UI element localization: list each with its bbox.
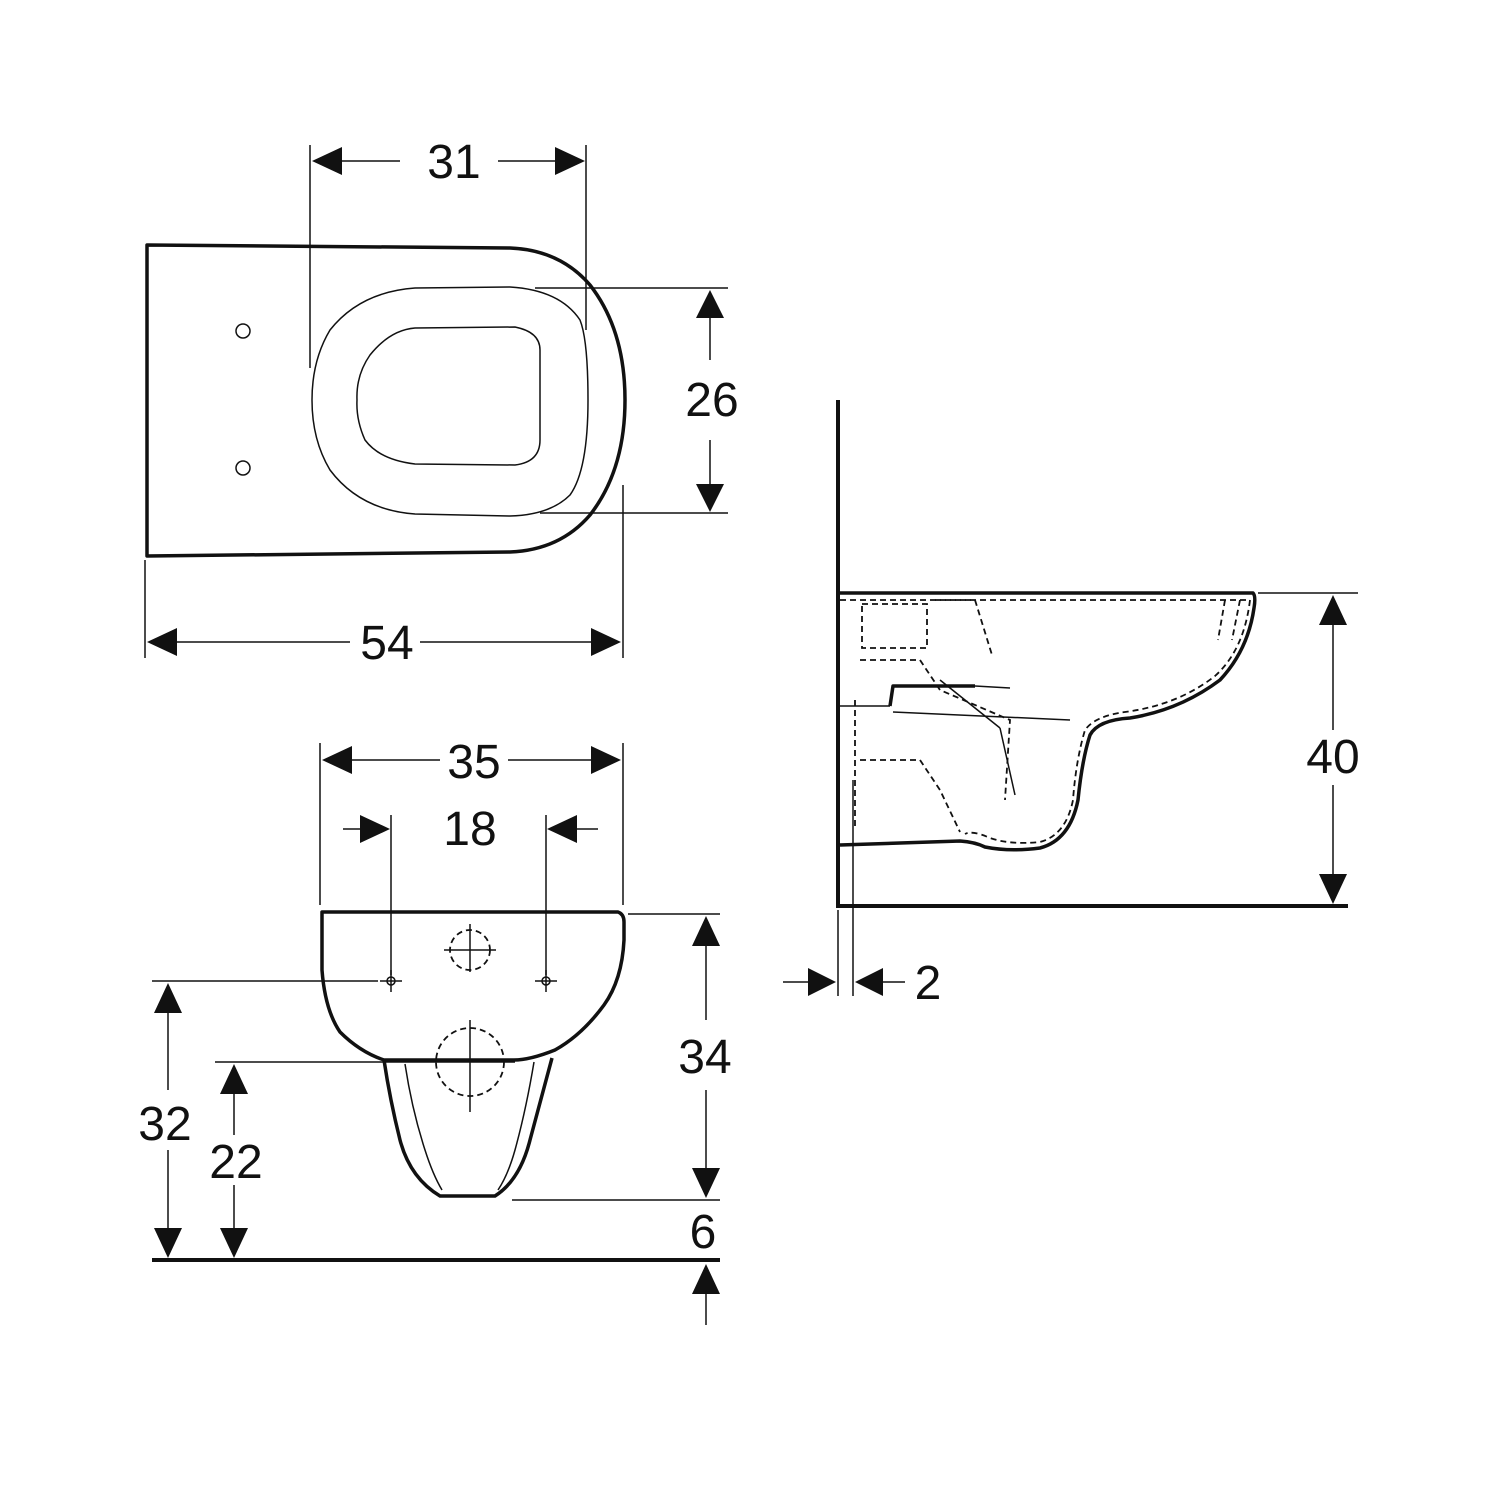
dim-fixing-spacing: 18 bbox=[443, 803, 496, 856]
dim-floor-clearance: 6 bbox=[690, 1206, 717, 1259]
dim-overall-length: 54 bbox=[360, 617, 413, 670]
top-view: 31 26 54 bbox=[144, 136, 739, 670]
dim-outlet-height: 22 bbox=[209, 1136, 262, 1189]
dim-wall-gap: 2 bbox=[915, 957, 942, 1010]
dim-overall-width: 35 bbox=[447, 736, 500, 789]
dim-rim-height: 40 bbox=[1306, 731, 1359, 784]
dim-seat-width: 31 bbox=[427, 136, 480, 189]
dim-height-total: 34 bbox=[678, 1031, 731, 1084]
side-view: 40 2 bbox=[783, 400, 1360, 1010]
dim-fixing-height: 32 bbox=[138, 1098, 191, 1151]
dim-seat-depth: 26 bbox=[685, 374, 738, 427]
front-view: 35 18 34 6 32 22 bbox=[138, 736, 732, 1325]
